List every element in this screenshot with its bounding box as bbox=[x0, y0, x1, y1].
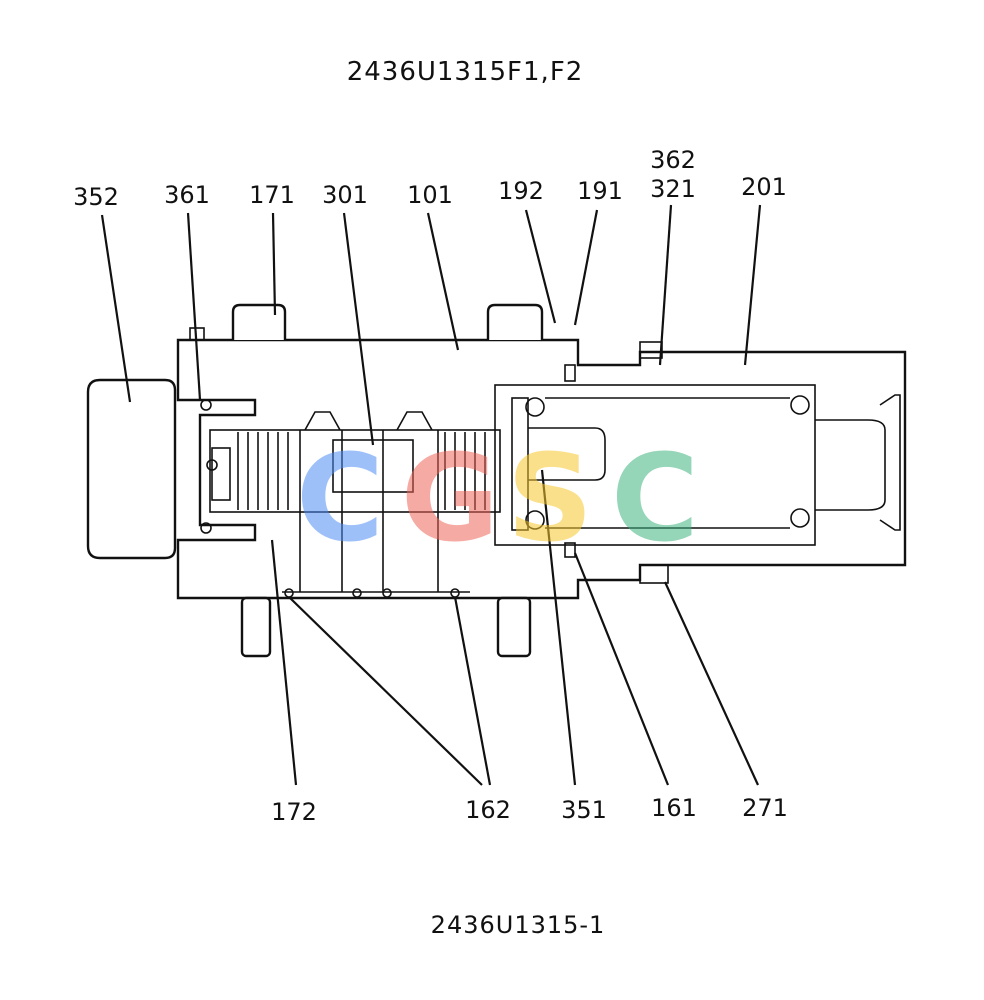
label-201: 201 bbox=[741, 173, 787, 201]
label-301: 301 bbox=[322, 181, 368, 209]
label-161: 161 bbox=[651, 794, 697, 822]
watermark-letter-g: G bbox=[401, 430, 500, 569]
label-162: 162 bbox=[465, 796, 511, 824]
plunger-351 bbox=[511, 397, 529, 531]
watermark-logo: C G S C bbox=[296, 430, 699, 569]
seal-191 bbox=[564, 364, 576, 382]
connector-right bbox=[815, 419, 886, 511]
drawing-caption: 2436U1315-1 bbox=[431, 911, 606, 939]
label-352: 352 bbox=[73, 183, 119, 211]
valve-assembly-drawing bbox=[86, 303, 907, 658]
solenoid-housing-201 bbox=[494, 384, 816, 546]
plug-stub bbox=[211, 447, 231, 501]
part-labels: 352 361 171 301 101 192 191 362 321 201 … bbox=[73, 146, 788, 826]
diagram-title: 2436U1315F1,F2 bbox=[347, 57, 584, 87]
tab-271 bbox=[639, 564, 669, 584]
top-boss-171 bbox=[231, 303, 287, 340]
label-271: 271 bbox=[742, 794, 788, 822]
label-172: 172 bbox=[271, 798, 317, 826]
watermark-letter-s: S bbox=[507, 430, 593, 569]
bottom-pin-right bbox=[496, 596, 532, 658]
end-cap-352 bbox=[86, 378, 177, 560]
leader-lines bbox=[100, 204, 762, 786]
valve-body-101 bbox=[176, 338, 907, 600]
watermark-letter-c1: C bbox=[296, 430, 384, 569]
label-321: 321 bbox=[650, 175, 696, 203]
spool-bore bbox=[209, 429, 501, 513]
bottom-pin-left bbox=[240, 596, 272, 658]
label-171: 171 bbox=[249, 181, 295, 209]
seal-161 bbox=[564, 542, 576, 558]
top-boss-right bbox=[486, 303, 544, 340]
watermark-letter-c2: C bbox=[611, 430, 699, 569]
label-192: 192 bbox=[498, 177, 544, 205]
label-361: 361 bbox=[164, 181, 210, 209]
label-191: 191 bbox=[577, 177, 623, 205]
label-362: 362 bbox=[650, 146, 696, 174]
label-101: 101 bbox=[407, 181, 453, 209]
spool-301 bbox=[237, 432, 486, 510]
label-351: 351 bbox=[561, 796, 607, 824]
